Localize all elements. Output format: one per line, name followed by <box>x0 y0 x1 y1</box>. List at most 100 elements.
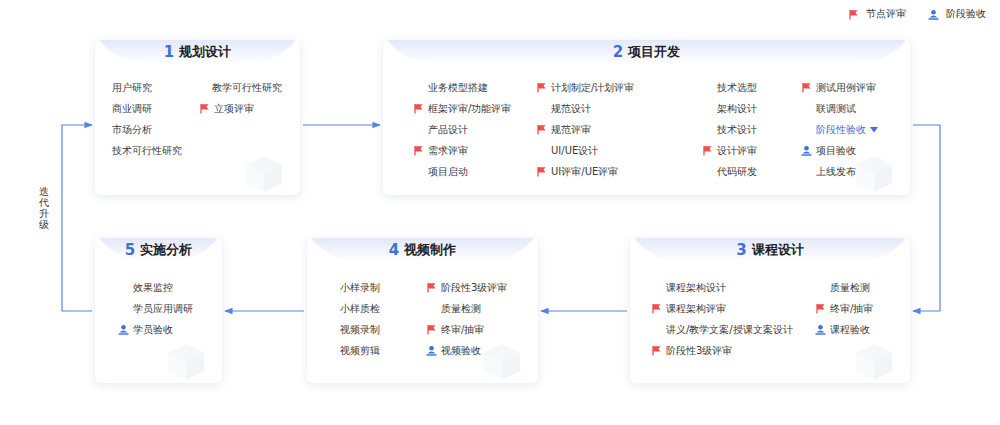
person-base <box>929 18 939 19</box>
task-text: 终审/抽审 <box>441 323 484 337</box>
heading-band <box>100 238 217 262</box>
person-head <box>121 325 126 330</box>
task-text: 课程验收 <box>830 323 870 337</box>
task-text: 小样质检 <box>340 302 380 316</box>
task-text: 课程架构设计 <box>666 281 726 295</box>
flag-cloth <box>850 10 858 15</box>
task-text: 技术设计 <box>717 123 757 137</box>
task-text: 学员应用调研 <box>133 302 193 316</box>
flow-arrow <box>62 125 92 311</box>
flag-icon <box>536 166 547 177</box>
legend-text: 节点评审 <box>866 7 906 21</box>
flag-icon <box>536 124 547 135</box>
legend-item: 节点评审 <box>848 7 906 21</box>
task-text: 测试用例评审 <box>816 81 876 95</box>
person-head <box>804 146 809 151</box>
task-text: UI评审/UE评审 <box>551 165 618 179</box>
person-icon <box>928 9 939 20</box>
flag-icon <box>199 103 210 114</box>
cube-side <box>168 353 186 380</box>
flag-cloth <box>428 283 436 288</box>
task-text: 代码研发 <box>717 165 757 179</box>
panel-heading: 4视频制作 <box>307 240 538 260</box>
step-title: 项目开发 <box>628 44 680 61</box>
cube-side <box>186 353 204 380</box>
task-text: 需求评审 <box>428 144 468 158</box>
step-number: 2 <box>613 43 623 61</box>
panel-heading: 1规划设计 <box>95 42 300 62</box>
person-head <box>818 325 823 330</box>
cube-side <box>502 353 520 380</box>
flag-icon <box>651 303 662 314</box>
task-text: 用户研究 <box>112 81 152 95</box>
panel-heading: 5 实施分析 <box>95 240 222 260</box>
legend-text: 阶段验收 <box>946 7 986 21</box>
task-text: 阶段性3级评审 <box>666 344 732 358</box>
task-text: 框架评审/功能评审 <box>428 102 511 116</box>
cube-decoration <box>246 156 282 192</box>
task-text: 质量检测 <box>441 302 481 316</box>
cube-side <box>264 165 282 192</box>
cube-decoration <box>856 344 892 380</box>
step-title: 实施分析 <box>140 242 192 259</box>
stage-panel: 4视频制作小样录制阶段性3级评审小样质检质量检测视频录制终审/抽审视频剪辑视频验… <box>307 238 538 383</box>
panel-decoration <box>95 40 300 195</box>
person-base <box>427 354 437 355</box>
step-number: 4 <box>389 241 399 259</box>
panel-heading: 2 项目开发 <box>383 42 910 62</box>
task-text: 视频验收 <box>441 344 481 358</box>
flag-icon <box>426 324 437 335</box>
flag-cloth <box>653 346 661 351</box>
task-text: 项目验收 <box>816 144 856 158</box>
flag-cloth <box>415 146 423 151</box>
task-text: 阶段性3级评审 <box>441 281 507 295</box>
legend: 节点评审 阶段验收 <box>826 7 986 21</box>
flag-cloth <box>538 167 546 172</box>
triangle-shape <box>870 127 878 133</box>
task-text: 小样录制 <box>340 281 380 295</box>
task-text: 质量检测 <box>830 281 870 295</box>
task-text: 课程架构评审 <box>666 302 726 316</box>
task-text: 讲义/教学文案/授课文案设计 <box>666 323 793 337</box>
flow-arrow <box>541 310 627 311</box>
task-text: 架构设计 <box>717 102 757 116</box>
flag-cloth <box>704 146 712 151</box>
cube-decoration <box>484 344 520 380</box>
person-base <box>802 154 812 155</box>
flag-cloth <box>653 304 661 309</box>
person-body <box>803 151 811 153</box>
task-text: 计划制定/计划评审 <box>551 81 634 95</box>
task-text: 产品设计 <box>428 123 468 137</box>
person-head <box>429 346 434 351</box>
flag-cloth <box>201 104 209 109</box>
flow-arrow <box>225 310 304 311</box>
flag-icon <box>413 145 424 156</box>
cube-decoration <box>856 156 892 192</box>
person-icon <box>801 145 812 156</box>
person-base <box>119 333 129 334</box>
flag-icon <box>702 145 713 156</box>
step-number: 5 <box>125 241 135 259</box>
task-text: 立项评审 <box>214 102 254 116</box>
person-icon <box>815 324 826 335</box>
person-icon <box>426 345 437 356</box>
flag-cloth <box>803 83 811 88</box>
heading-band <box>312 238 533 262</box>
task-text: 阶段性验收 <box>816 123 866 137</box>
dropdown-triangle <box>870 127 878 133</box>
flag-icon <box>651 345 662 356</box>
flag-cloth <box>415 104 423 109</box>
flag-cloth <box>428 325 436 330</box>
flow-arrow <box>913 125 940 311</box>
cube-side <box>856 165 874 192</box>
task-text: 商业调研 <box>112 102 152 116</box>
heading-band <box>100 40 295 64</box>
task-text: 技术可行性研究 <box>112 144 182 158</box>
flag-icon <box>815 303 826 314</box>
task-text: 视频剪辑 <box>340 344 380 358</box>
task-text: 学员验收 <box>133 323 173 337</box>
panel-heading: 3课程设计 <box>630 240 910 260</box>
step-number: 3 <box>736 241 746 259</box>
legend-item: 阶段验收 <box>928 7 986 21</box>
